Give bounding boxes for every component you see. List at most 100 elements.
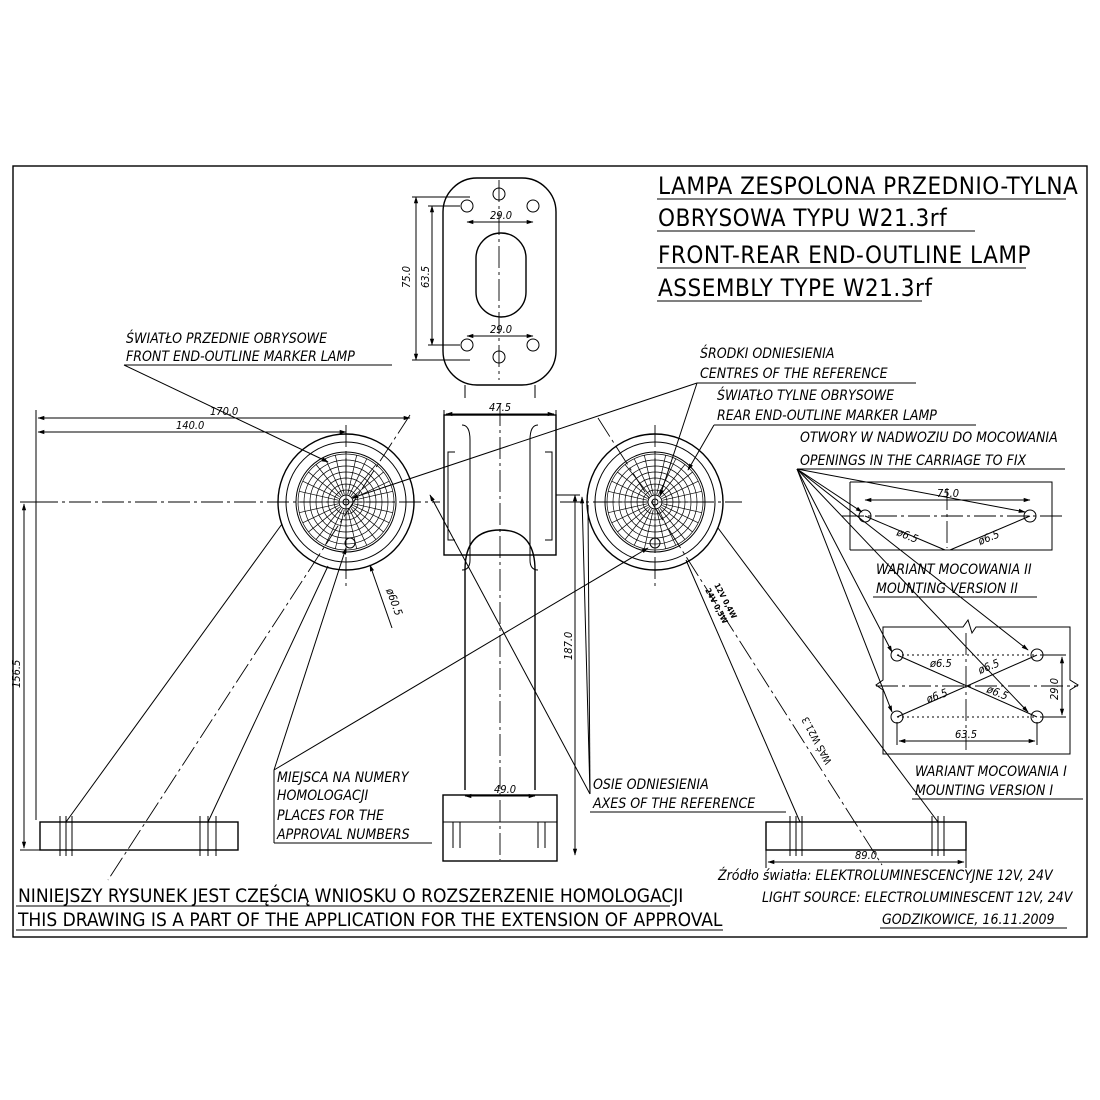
title-block: LAMPA ZESPOLONA PRZEDNIO-TYLNA OBRYSOWA … — [657, 172, 1078, 302]
lens-spoke — [350, 464, 377, 496]
mounting-version-1: ø6.5 ø6.5 ø6.5 ø6.5 29.0 63.5 WARIANT MO… — [875, 618, 1083, 800]
dim-63-5: 63.5 — [419, 266, 432, 288]
lens-spoke — [617, 471, 649, 498]
title-line-1: LAMPA ZESPOLONA PRZEDNIO-TYLNA — [658, 172, 1078, 200]
label-approval-pl-2: HOMOLOGACJI — [277, 788, 369, 804]
footer-en: THIS DRAWING IS A PART OF THE APPLICATIO… — [17, 909, 723, 931]
v1-hole-2: ø6.5 — [975, 657, 1001, 678]
title-line-4: ASSEMBLY TYPE W21.3rf — [658, 274, 933, 302]
footer-pl: NINIEJSZY RYSUNEK JEST CZĘŚCIĄ WNIOSKU O… — [18, 883, 683, 907]
bottom-notes: Źródło światła: ELEKTROLUMINESCENCYJNE 1… — [16, 866, 1074, 931]
v1-label-pl: WARIANT MOCOWANIA I — [915, 764, 1067, 780]
label-axes-en: AXES OF THE REFERENCE — [592, 796, 755, 812]
arm-marking: WAŚ W21.3 — [799, 715, 835, 767]
lens-spoke — [656, 509, 667, 549]
v2-label-en: MOUNTING VERSION II — [876, 581, 1018, 597]
v2-dim-75: 75.0 — [937, 487, 959, 500]
lens-spoke — [347, 455, 358, 495]
top-view-plate: 29.0 29.0 75.0 63.5 — [400, 177, 557, 398]
lens-spoke — [353, 503, 393, 514]
lens-spoke — [349, 509, 368, 546]
lens-spoke — [662, 490, 702, 501]
lens-spoke — [350, 508, 377, 540]
v1-hole-3: ø6.5 — [924, 686, 950, 706]
lens-spoke — [308, 471, 340, 498]
label-front-en: FRONT END-OUTLINE MARKER LAMP — [126, 349, 355, 365]
lens-spoke — [656, 455, 667, 495]
dim-170: 170.0 — [210, 405, 238, 418]
lens-spoke — [308, 506, 340, 533]
label-approval-pl-1: MIEJSCA NA NUMERY — [277, 770, 410, 786]
lens-spoke — [349, 458, 368, 495]
central-body: 47.5 49.0 187.0 — [442, 401, 580, 862]
lens-spoke — [661, 471, 693, 498]
lens-spoke — [302, 480, 339, 499]
label-centres-en: CENTRES OF THE REFERENCE — [700, 366, 888, 382]
v2-label-pl: WARIANT MOCOWANIA II — [876, 562, 1032, 578]
title-line-2: OBRYSOWA TYPU W21.3rf — [658, 204, 948, 232]
lens-spoke — [624, 508, 651, 540]
v1-label-en: MOUNTING VERSION I — [915, 783, 1053, 799]
v1-hole-1: ø6.5 — [929, 657, 952, 670]
lens-spoke — [315, 464, 342, 496]
lens-spoke — [658, 509, 677, 546]
lens-spoke — [302, 505, 339, 524]
label-axes-pl: OSIE ODNIESIENIA — [593, 777, 709, 793]
lens-spoke — [352, 471, 384, 498]
left-dimensions: 170.0 140.0 156.5 — [10, 405, 411, 851]
lens-spoke — [659, 508, 686, 540]
lens-spoke — [662, 505, 699, 524]
lens-spoke — [658, 458, 677, 495]
label-rear-en: REAR END-OUTLINE MARKER LAMP — [717, 408, 937, 424]
label-approval-en-2: APPROVAL NUMBERS — [276, 827, 410, 843]
dim-89: 89.0 — [855, 849, 877, 862]
lens-spoke — [617, 506, 649, 533]
lens-spoke — [353, 490, 393, 501]
title-line-3: FRONT-REAR END-OUTLINE LAMP — [658, 241, 1031, 269]
dim-75: 75.0 — [400, 266, 413, 288]
v1-dim-29: 29.0 — [1048, 678, 1061, 700]
lens-spoke — [633, 509, 652, 546]
mounting-version-2: 75.0 ø6.5 ø6.5 WARIANT MOCOWANIA II MOUN… — [842, 481, 1062, 598]
lens-spoke — [334, 455, 345, 495]
label-openings-en: OPENINGS IN THE CARRIAGE TO FIX — [800, 453, 1027, 469]
dim-29-bottom: 29.0 — [490, 323, 512, 336]
v2-hole-1: ø6.5 — [894, 525, 920, 546]
lens-spoke — [659, 464, 686, 496]
lens-spoke — [661, 506, 693, 533]
label-openings-pl: OTWORY W NADWOZIU DO MOCOWANIA — [800, 430, 1058, 446]
lens-spoke — [352, 506, 384, 533]
lens-spoke — [334, 509, 345, 549]
dim-156-5: 156.5 — [10, 660, 23, 688]
label-approval-en-1: PLACES FOR THE — [277, 808, 384, 824]
drawing-frame — [12, 165, 1088, 938]
dim-187: 187.0 — [562, 632, 575, 660]
dim-47-5: 47.5 — [489, 401, 511, 414]
light-source-en: LIGHT SOURCE: ELECTROLUMINESCENT 12V, 24… — [762, 890, 1074, 906]
lens-spoke — [633, 458, 652, 495]
lens-spoke — [611, 480, 648, 499]
lens-spoke — [353, 505, 390, 524]
lens-spoke — [608, 503, 648, 514]
lens-spoke — [662, 503, 702, 514]
dim-140: 140.0 — [176, 419, 204, 432]
annotations: ŚWIATŁO PRZEDNIE OBRYSOWE FRONT END-OUTL… — [123, 329, 1065, 844]
lens-spoke — [643, 509, 654, 549]
left-lamp: ø60.5 — [36, 414, 440, 881]
label-rear-pl: ŚWIATŁO TYLNE OBRYSOWE — [717, 386, 894, 404]
light-source-pl: Źródło światła: ELEKTROLUMINESCENCYJNE 1… — [717, 866, 1054, 884]
lens-spoke — [662, 480, 699, 499]
lens-spoke — [324, 458, 343, 495]
dim-29-top: 29.0 — [490, 209, 512, 222]
lens-spoke — [611, 505, 648, 524]
lens-spoke — [324, 509, 343, 546]
v1-hole-4: ø6.5 — [984, 682, 1010, 703]
lens-spoke — [643, 455, 654, 495]
lens-spoke — [299, 503, 339, 514]
lens-spoke — [315, 508, 342, 540]
lens-spoke — [608, 490, 648, 501]
label-centres-pl: ŚRODKI ODNIESIENIA — [700, 344, 834, 362]
v2-hole-2: ø6.5 — [975, 528, 1001, 549]
label-front-pl: ŚWIATŁO PRZEDNIE OBRYSOWE — [126, 329, 327, 347]
